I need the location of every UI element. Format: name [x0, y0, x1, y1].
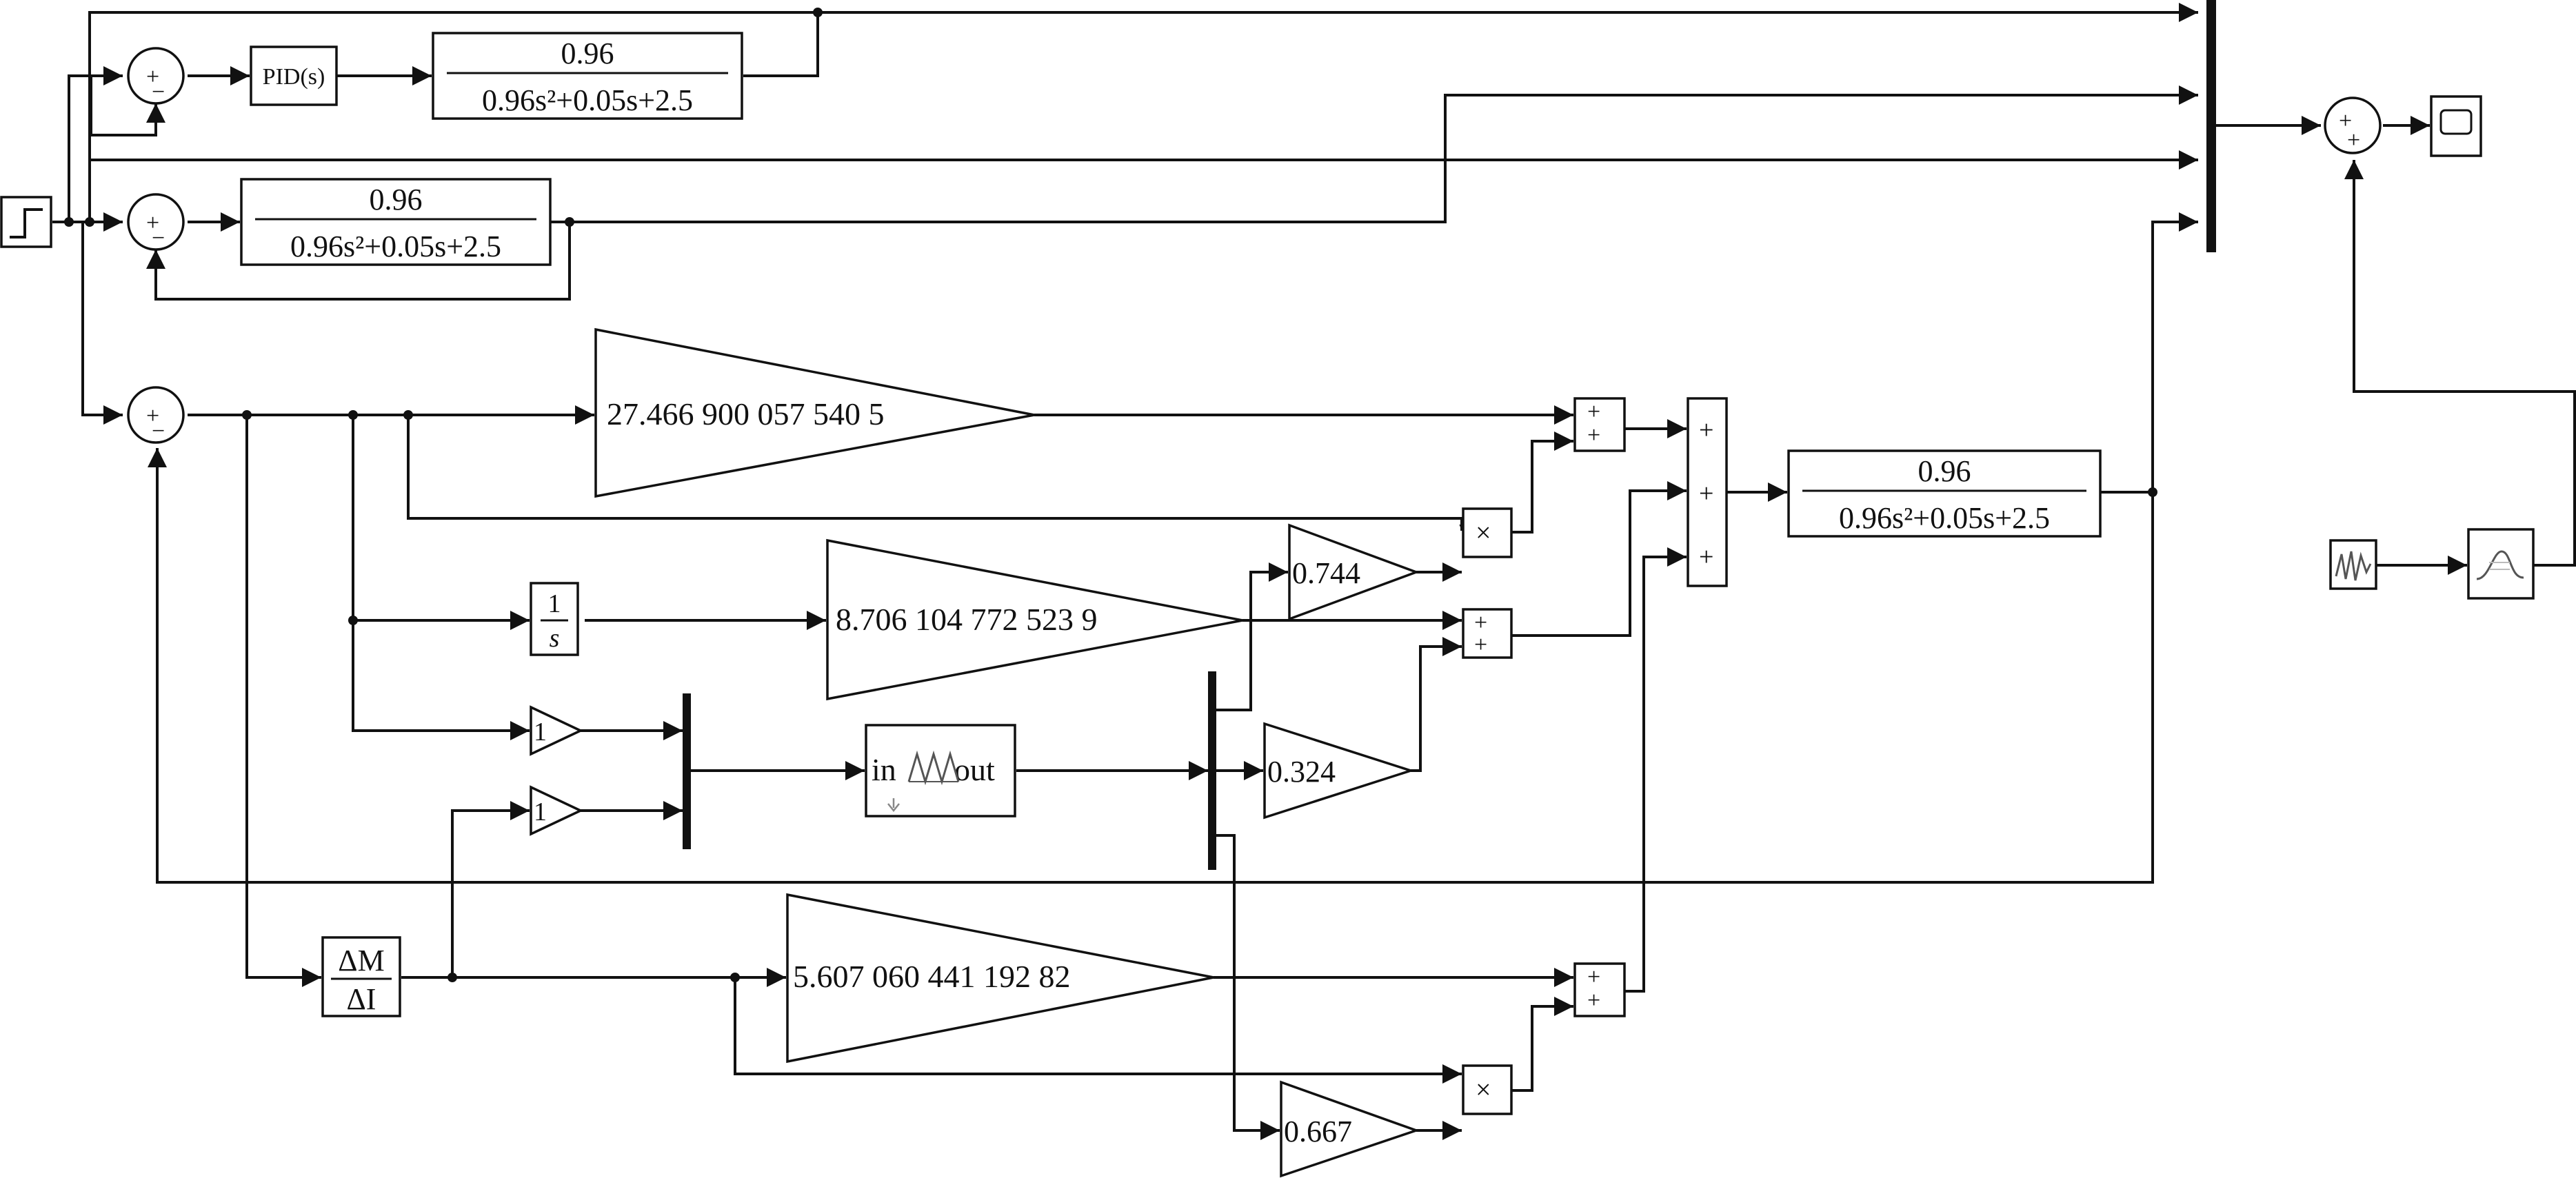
svg-text:+: +: [1474, 610, 1487, 636]
transfer-fcn-row3[interactable]: 0.96 0.96s²+0.05s+2.5: [1787, 449, 2102, 538]
svg-text:+: +: [2339, 108, 2352, 134]
deriv-num: ΔM: [338, 944, 384, 977]
sum-kp-block[interactable]: + +: [1573, 397, 1626, 452]
step-source[interactable]: [0, 196, 52, 248]
gain-unit-upper[interactable]: 1: [530, 705, 584, 756]
integrator-block[interactable]: 1 s: [530, 582, 579, 656]
sum-row3[interactable]: + −: [127, 386, 185, 444]
gain-0324[interactable]: 0.324: [1263, 722, 1415, 820]
gain-0744[interactable]: 0.744: [1288, 523, 1420, 621]
svg-text:+: +: [1587, 964, 1600, 990]
fuzzy-in-label: in: [872, 752, 896, 787]
gain-unit-lower-label: 1: [534, 798, 547, 826]
pid-block[interactable]: PID(s): [250, 45, 338, 106]
sum-row1[interactable]: + −: [127, 47, 185, 105]
gain-ki-label: 8.706 104 772 523 9: [836, 602, 1098, 637]
sum-row3-plus: +: [146, 403, 159, 429]
sum-row2-plus: +: [146, 210, 159, 236]
transfer-fcn-row2[interactable]: 0.96 0.96s²+0.05s+2.5: [240, 178, 552, 266]
sum-three-input[interactable]: + + +: [1687, 397, 1728, 587]
sum-row1-plus: +: [146, 64, 159, 90]
svg-text:+: +: [1587, 423, 1600, 448]
tf2-den: 0.96s²+0.05s+2.5: [290, 230, 501, 263]
scope-block[interactable]: [2430, 95, 2482, 157]
svg-text:×: ×: [1476, 517, 1491, 548]
fuzzy-out-label: out: [954, 752, 995, 787]
transfer-fcn-row1[interactable]: 0.96 0.96s²+0.05s+2.5: [432, 32, 743, 120]
gain-unit-lower[interactable]: 1: [530, 785, 584, 836]
tf3-den: 0.96s²+0.05s+2.5: [1839, 501, 2050, 535]
integrator-num: 1: [548, 589, 561, 618]
tf1-den: 0.96s²+0.05s+2.5: [482, 83, 693, 117]
signal-wires: [52, 3, 2576, 1140]
sum-row2[interactable]: + −: [127, 193, 185, 251]
product-kp[interactable]: ×: [1462, 507, 1513, 558]
gain-kd-label: 5.607 060 441 192 82: [793, 959, 1071, 994]
svg-text:×: ×: [1476, 1074, 1491, 1105]
sum-row2-minus: −: [152, 225, 165, 251]
gain-0667[interactable]: 0.667: [1280, 1080, 1420, 1178]
gain-0744-label: 0.744: [1292, 556, 1360, 590]
gain-0324-label: 0.324: [1267, 755, 1336, 789]
tf1-num: 0.96: [561, 37, 614, 70]
pid-label: PID(s): [263, 64, 325, 90]
gain-ki[interactable]: 8.706 104 772 523 9: [826, 538, 1243, 701]
noise-source[interactable]: [2329, 539, 2377, 590]
svg-text:+: +: [1699, 479, 1713, 508]
svg-text:+: +: [1699, 542, 1713, 571]
tf3-num: 0.96: [1918, 454, 1971, 488]
gain-kp-label: 27.466 900 057 540 5: [607, 396, 885, 431]
output-sum[interactable]: + +: [2324, 97, 2382, 154]
tf2-num: 0.96: [370, 183, 423, 216]
membership-icon: [907, 750, 960, 786]
deriv-den: ΔI: [347, 982, 376, 1016]
svg-text:+: +: [1587, 399, 1600, 425]
gain-0667-label: 0.667: [1284, 1115, 1352, 1148]
sum-kd-block[interactable]: + +: [1573, 962, 1626, 1017]
integrator-den: s: [550, 624, 560, 653]
svg-text:+: +: [1587, 988, 1600, 1013]
sum-row1-minus: −: [152, 79, 165, 105]
gain-unit-upper-label: 1: [534, 718, 547, 747]
filter-block[interactable]: [2467, 528, 2535, 600]
fuzzy-controller[interactable]: in out: [865, 724, 1016, 818]
gain-kd[interactable]: 5.607 060 441 192 82: [786, 893, 1214, 1064]
down-arrow-icon: [887, 798, 900, 813]
mux-fuzzy-input: [683, 693, 691, 849]
demux-fuzzy-output: [1208, 671, 1216, 870]
derivative-block[interactable]: ΔM ΔI: [321, 936, 401, 1017]
sum-row3-minus: −: [152, 418, 165, 444]
sum-ki-block[interactable]: + +: [1462, 608, 1513, 659]
gain-kp[interactable]: 27.466 900 057 540 5: [594, 327, 1035, 498]
svg-text:+: +: [1474, 632, 1487, 658]
junction-dots: [64, 8, 2157, 982]
product-kd[interactable]: ×: [1462, 1064, 1513, 1115]
mux-scope-input: [2206, 0, 2216, 252]
svg-text:+: +: [1699, 416, 1713, 445]
svg-text:+: +: [2347, 128, 2360, 153]
